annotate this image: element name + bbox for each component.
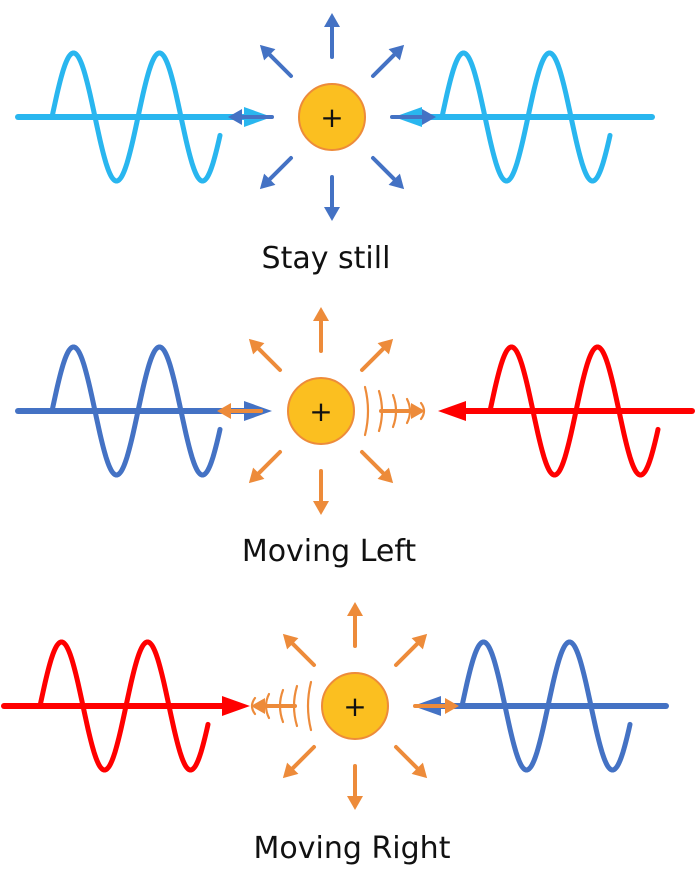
doppler-arc [264,692,271,720]
emission-arrowhead [324,13,340,27]
panel-moving-left: + Moving Left [15,307,695,569]
emission-arrowhead [388,173,405,190]
emission-arrow-shaft [256,346,282,372]
emission-arrowhead [324,207,340,221]
emission-arrowhead [248,467,265,484]
charge-symbol: + [309,395,332,428]
doppler-arc [377,389,384,433]
wave-curve [459,639,633,773]
emission-arrowhead [282,762,299,779]
emission-arrow-shaft [267,156,293,182]
emission-arrowhead [347,796,363,810]
left-incoming-wave [1,639,250,773]
charge-symbol: + [320,101,343,134]
wave-arrowhead [222,696,250,716]
wave-curve [49,344,223,478]
panel-caption: Moving Left [242,534,417,569]
emission-arrowhead [347,602,363,616]
emission-arrow-shaft [360,450,386,476]
emission-arrowhead [445,698,459,714]
emission-arrowhead [282,633,299,650]
emission-arrowhead [411,762,428,779]
doppler-arcs [250,680,313,732]
emission-arrowhead [422,109,436,125]
emission-arrows [217,307,425,515]
emission-arrowhead [259,173,276,190]
emission-arrow-shaft [290,641,316,667]
emission-arrows [228,13,436,221]
charge-particle: + [321,672,389,740]
emission-arrowhead [377,467,394,484]
emission-arrowhead [377,338,394,355]
charge-particle: + [287,377,355,445]
emission-arrow-shaft [256,450,282,476]
wave-curve [49,50,223,184]
emission-arrow-shaft [360,346,386,372]
panel-caption: Stay still [262,241,391,276]
wave-curve [487,344,661,478]
emission-arrow-shaft [267,52,293,78]
doppler-arc [363,385,370,437]
emission-arrows [251,602,459,810]
doppler-arcs [363,385,426,437]
emission-arrowhead [259,44,276,61]
emission-arrowhead [217,403,231,419]
emission-arrowhead [251,698,265,714]
doppler-arc [405,397,412,425]
charge-symbol: + [343,690,366,723]
doppler-arc [391,393,398,429]
doppler-arc [250,696,257,716]
charge-particle: + [298,83,366,151]
doppler-arc [419,401,426,421]
emission-arrowhead [411,633,428,650]
wave-curve [439,50,613,184]
emission-arrowhead [248,338,265,355]
doppler-arc [292,684,299,728]
emission-arrowhead [313,307,329,321]
emission-arrow-shaft [394,745,420,771]
panel-caption: Moving Right [254,831,451,866]
emission-arrow-shaft [394,641,420,667]
doppler-arc [278,688,285,724]
emission-arrow-shaft [290,745,316,771]
emission-arrowhead [313,501,329,515]
emission-arrowhead [388,44,405,61]
emission-arrow-shaft [371,156,397,182]
emission-arrowhead [411,403,425,419]
wave-arrowhead [438,401,466,421]
emission-arrow-shaft [371,52,397,78]
doppler-arc [306,680,313,732]
right-incoming-wave [438,344,695,478]
emission-arrowhead [228,109,242,125]
panel-moving-right: + Moving Right [1,602,669,866]
wave-curve [37,639,211,773]
panel-stay-still: + Stay still [15,13,655,276]
